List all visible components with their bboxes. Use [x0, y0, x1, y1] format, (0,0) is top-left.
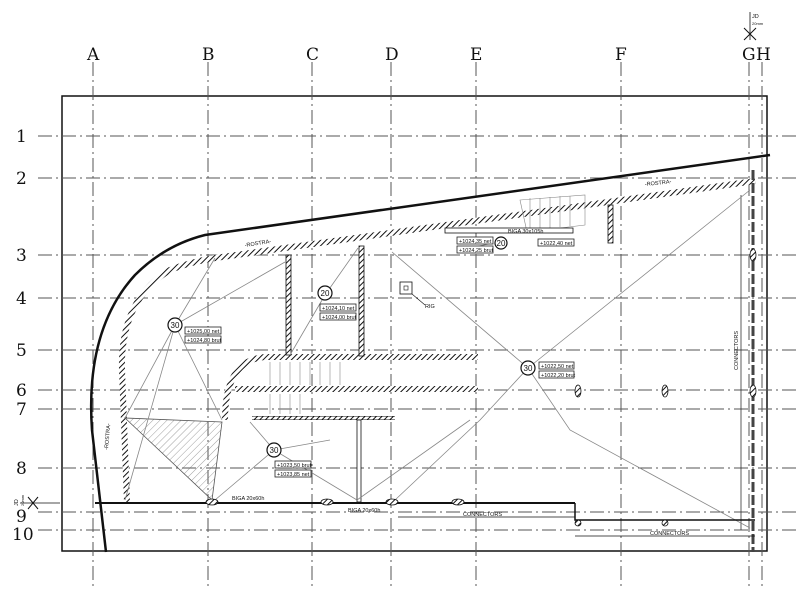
slab-annotation-3: 20 +1024,35 net +1024,25 brut +1022,40 n…: [456, 236, 575, 254]
slab-annotation-5: 30 +1023,50 brut +1023,85 net: [266, 442, 312, 478]
svg-text:+1024,80 brut: +1024,80 brut: [187, 338, 222, 344]
rostra-label-left: -ROSTRA-: [244, 239, 271, 249]
svg-text:20mm: 20mm: [752, 21, 764, 26]
svg-text:20: 20: [321, 289, 330, 298]
section-marker-top: JD 20mm: [743, 12, 764, 41]
svg-text:+1024,10 net: +1024,10 net: [322, 306, 355, 312]
grid-row-7: 7: [16, 400, 27, 420]
slab-annotation-4: 30 +1022,50 net +1022,20 brut: [520, 360, 576, 379]
hatched-area: [123, 417, 223, 501]
grid-row-1: 1: [16, 127, 27, 147]
svg-text:20mm: 20mm: [20, 494, 25, 506]
connectors-label-right: CONNECTORS: [650, 531, 689, 537]
grid-row-5: 5: [16, 341, 27, 361]
grid-col-A: A: [86, 45, 100, 65]
beam-label-mid: BIGA 20x60h: [348, 508, 380, 514]
grid-row-3: 3: [16, 246, 27, 266]
svg-text:+1022,40 net: +1022,40 net: [540, 241, 573, 247]
svg-text:30: 30: [270, 446, 279, 455]
svg-text:JD: JD: [752, 14, 759, 20]
grid-row-4: 4: [16, 289, 27, 309]
grid-row-10: 10: [12, 525, 34, 545]
beam-top-label: BIGA 30x105h: [508, 229, 543, 235]
svg-text:+1024,00 brut: +1024,00 brut: [322, 315, 357, 321]
grid-col-E: E: [470, 45, 482, 65]
rostra-label-right: -ROSTRA-: [645, 179, 672, 188]
grid-col-B: B: [202, 45, 215, 65]
svg-text:RIG: RIG: [425, 304, 435, 310]
svg-text:+1023,85 net: +1023,85 net: [277, 472, 310, 478]
connectors-label-vertical: CONNECTORS: [734, 331, 740, 370]
grid-row-6: 6: [16, 381, 27, 401]
drawing-frame: [61, 95, 768, 552]
grid-col-C: C: [306, 45, 319, 65]
beam-top: [444, 227, 574, 234]
svg-text:+1022,20 brut: +1022,20 brut: [541, 373, 576, 379]
section-marker-left: JD 20mm: [14, 494, 60, 510]
grid-col-D: D: [385, 45, 399, 65]
rostra-label-vertical: -ROSTRA-: [104, 423, 112, 450]
slab-annotation-2: 20 +1024,10 net +1024,00 brut: [317, 285, 357, 321]
bottom-edge: [95, 248, 757, 537]
svg-text:30: 30: [171, 321, 180, 330]
outer-slab-edge: [89, 153, 771, 553]
grid-row-8: 8: [16, 459, 27, 479]
grid-rows: 1 2 3 4 5 6 7 8 9 10: [12, 127, 800, 545]
upper-stair: [519, 194, 586, 233]
svg-text:+1024,35 net: +1024,35 net: [459, 239, 492, 245]
connectors-label-left: CONNECTORS: [463, 512, 502, 518]
grid-row-2: 2: [16, 169, 27, 189]
svg-text:+1023,50 brut: +1023,50 brut: [277, 463, 312, 469]
stair-core: [222, 204, 614, 503]
svg-text:20: 20: [497, 239, 506, 248]
grid-col-G: G: [742, 45, 756, 65]
svg-text:JD: JD: [14, 499, 20, 506]
grid-col-F: F: [615, 45, 627, 65]
svg-text:+1025,00 net: +1025,00 net: [187, 329, 220, 335]
grid-row-9: 9: [16, 507, 27, 527]
svg-text:30: 30: [524, 364, 533, 373]
beam-label-left: BIGA 20x60h: [232, 496, 264, 502]
rig-symbol: RIG: [399, 281, 435, 310]
slab-annotation-1: 30 +1025,00 net +1024,80 brut: [167, 317, 222, 344]
grid-col-H: H: [756, 45, 771, 65]
svg-text:+1022,50 net: +1022,50 net: [541, 364, 574, 370]
svg-text:+1024,25 brut: +1024,25 brut: [459, 248, 494, 254]
